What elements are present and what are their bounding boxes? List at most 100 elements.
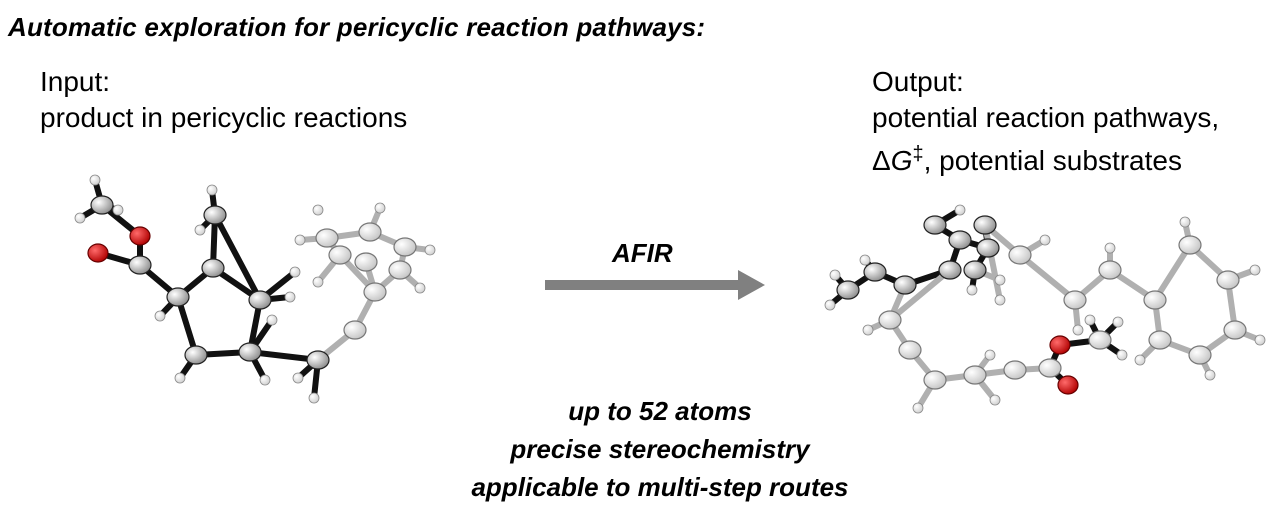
output-carbon-atom bbox=[1063, 290, 1087, 310]
dagger-symbol: ‡ bbox=[912, 143, 924, 165]
output-carbon-atom bbox=[1088, 330, 1112, 350]
input-carbon-atom bbox=[238, 342, 262, 362]
input-carbon-atom bbox=[306, 350, 330, 370]
output-carbon-atom bbox=[898, 340, 922, 360]
output-carbon-atom bbox=[878, 310, 902, 330]
output-oxygen-atom bbox=[1057, 375, 1079, 395]
output-carbon-atom bbox=[963, 365, 987, 385]
output-carbon-atom bbox=[923, 215, 947, 235]
output-hydrogen-atom bbox=[1072, 324, 1084, 336]
output-carbon-atom bbox=[1223, 320, 1247, 340]
input-carbon-atom bbox=[363, 282, 387, 302]
output-hydrogen-atom bbox=[824, 299, 836, 311]
figure-title: Automatic exploration for pericyclic rea… bbox=[8, 12, 706, 42]
feature-multistep: applicable to multi-step routes bbox=[471, 472, 849, 502]
output-carbon-atom bbox=[1143, 290, 1167, 310]
output-carbon-atom bbox=[836, 280, 860, 300]
input-hydrogen-atom bbox=[424, 244, 436, 256]
input-carbon-atom bbox=[90, 195, 114, 215]
output-hydrogen-atom bbox=[1254, 334, 1266, 346]
output-hydrogen-atom bbox=[1134, 354, 1146, 366]
output-carbon-atom bbox=[1003, 360, 1027, 380]
input-heading: Input: bbox=[40, 66, 111, 97]
input-hydrogen-atom bbox=[312, 204, 324, 216]
input-hydrogen-atom bbox=[154, 310, 166, 322]
output-hydrogen-atom bbox=[966, 284, 978, 296]
input-hydrogen-atom bbox=[284, 291, 296, 303]
output-hydrogen-atom bbox=[1116, 349, 1128, 361]
input-carbon-atom bbox=[201, 258, 225, 278]
output-bond bbox=[887, 267, 953, 323]
output-carbon-atom bbox=[1216, 270, 1240, 290]
input-hydrogen-atom bbox=[74, 212, 86, 224]
input-carbon-atom bbox=[328, 245, 352, 265]
feature-stereochemistry: precise stereochemistry bbox=[510, 434, 810, 464]
output-hydrogen-atom bbox=[1104, 242, 1116, 254]
input-carbon-atom bbox=[358, 222, 382, 242]
input-oxygen-atom bbox=[129, 226, 151, 246]
feature-atoms: up to 52 atoms bbox=[568, 396, 752, 426]
output-hydrogen-atom bbox=[1084, 314, 1096, 326]
input-hydrogen-atom bbox=[174, 372, 186, 384]
input-hydrogen-atom bbox=[414, 282, 426, 294]
input-hydrogen-atom bbox=[292, 372, 304, 384]
output-hydrogen-atom bbox=[954, 204, 966, 216]
delta-symbol: Δ bbox=[872, 145, 891, 176]
input-product-molecule bbox=[74, 174, 436, 404]
input-carbon-atom bbox=[128, 255, 152, 275]
input-carbon-atom bbox=[166, 287, 190, 307]
input-oxygen-atom bbox=[87, 243, 109, 263]
output-carbon-atom bbox=[1188, 345, 1212, 365]
output-label-block: Output: potential reaction pathways, ΔG‡… bbox=[872, 64, 1219, 179]
input-bond bbox=[212, 212, 263, 303]
output-carbon-atom bbox=[893, 275, 917, 295]
output-bond bbox=[982, 222, 1003, 303]
input-hydrogen-atom bbox=[89, 174, 101, 186]
output-hydrogen-atom bbox=[912, 402, 924, 414]
afir-arrow-label: AFIR bbox=[612, 238, 673, 268]
input-hydrogen-atom bbox=[112, 204, 124, 216]
output-hydrogen-atom bbox=[1179, 216, 1191, 228]
output-line-1: potential reaction pathways, bbox=[872, 102, 1220, 133]
output-carbon-atom bbox=[1178, 235, 1202, 255]
input-carbon-atom bbox=[184, 345, 208, 365]
output-hydrogen-atom bbox=[1204, 369, 1216, 381]
feature-list: up to 52 atoms precise stereochemistry a… bbox=[400, 392, 920, 506]
input-hydrogen-atom bbox=[308, 392, 320, 404]
input-hydrogen-atom bbox=[374, 202, 386, 214]
input-hydrogen-atom bbox=[312, 276, 324, 288]
output-hydrogen-atom bbox=[829, 269, 841, 281]
input-carbon-atom bbox=[393, 237, 417, 257]
output-carbon-atom bbox=[923, 370, 947, 390]
output-heading: Output: bbox=[872, 66, 964, 97]
output-hydrogen-atom bbox=[994, 294, 1006, 306]
output-substrate-molecule bbox=[824, 204, 1266, 414]
output-hydrogen-atom bbox=[984, 349, 996, 361]
output-hydrogen-atom bbox=[1039, 234, 1051, 246]
input-hydrogen-atom bbox=[259, 374, 271, 386]
input-carbon-atom bbox=[354, 252, 378, 272]
input-label-block: Input: product in pericyclic reactions bbox=[40, 64, 407, 136]
output-oxygen-atom bbox=[1049, 335, 1071, 355]
input-carbon-atom bbox=[388, 260, 412, 280]
output-hydrogen-atom bbox=[1112, 316, 1124, 328]
output-carbon-atom bbox=[973, 215, 997, 235]
output-bond bbox=[1017, 252, 1078, 303]
output-hydrogen-atom bbox=[859, 254, 871, 266]
output-bond bbox=[1152, 242, 1193, 303]
reaction-arrow bbox=[545, 270, 765, 300]
output-carbon-atom bbox=[963, 260, 987, 280]
input-hydrogen-atom bbox=[206, 184, 218, 196]
input-carbon-atom bbox=[248, 290, 272, 310]
g-symbol: G bbox=[890, 145, 913, 176]
output-carbon-atom bbox=[863, 262, 887, 282]
input-hydrogen-atom bbox=[289, 266, 301, 278]
output-hydrogen-atom bbox=[862, 324, 874, 336]
input-description: product in pericyclic reactions bbox=[40, 102, 408, 133]
output-carbon-atom bbox=[976, 238, 1000, 258]
output-carbon-atom bbox=[948, 230, 972, 250]
output-carbon-atom bbox=[1038, 358, 1062, 378]
output-carbon-atom bbox=[938, 260, 962, 280]
output-carbon-atom bbox=[1008, 245, 1032, 265]
